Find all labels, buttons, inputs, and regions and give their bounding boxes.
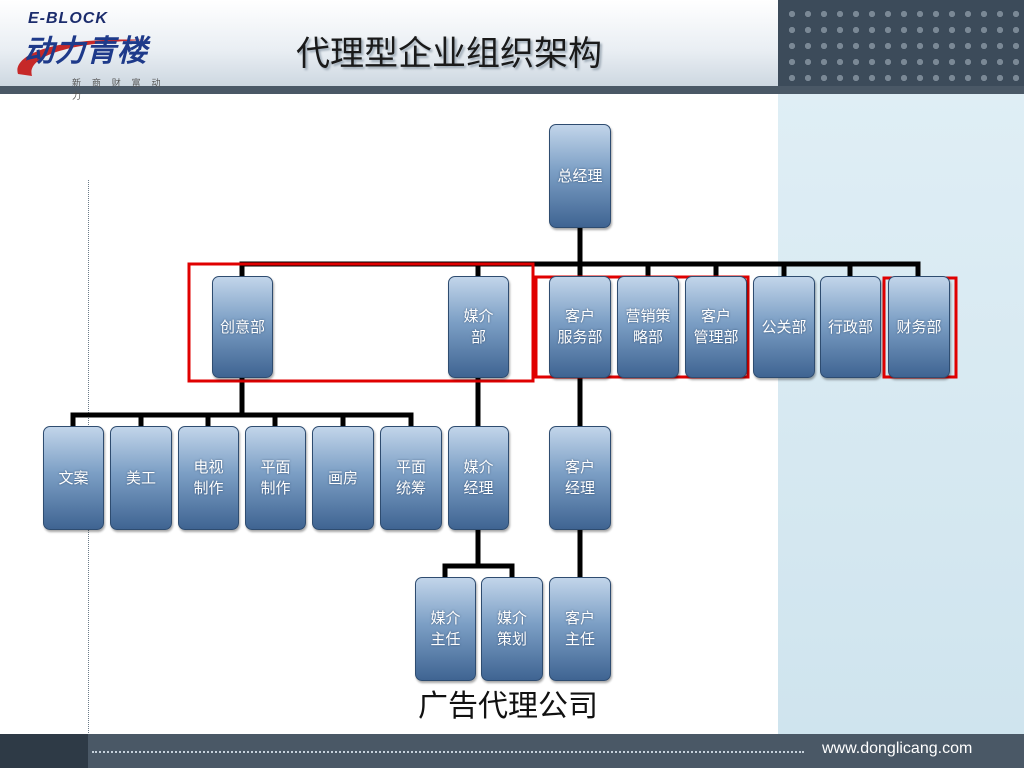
node-label: 平面 制作 — [260, 458, 291, 497]
node-label: 媒介 主任 — [430, 609, 461, 648]
node-media-supervisor: 媒介 主任 — [415, 577, 476, 681]
node-label: 文案 — [58, 468, 89, 487]
node-label: 媒介 策划 — [496, 609, 527, 648]
node-dept-media: 媒介 部 — [448, 276, 509, 378]
side-decor-panel — [778, 94, 1024, 734]
org-chart: 总经理 创意部 媒介 部 客户 服务部 营销策 略部 客户 管理部 公关部 行政… — [43, 124, 958, 724]
node-label: 客户 主任 — [564, 609, 595, 648]
node-print-production: 平面 制作 — [245, 426, 306, 530]
slide-title: 代理型企业组织架构 — [296, 34, 602, 74]
node-media-planning: 媒介 策划 — [481, 577, 543, 681]
node-dept-client-service: 客户 服务部 — [549, 276, 611, 378]
node-label: 客户 服务部 — [557, 307, 603, 346]
node-label: 创意部 — [219, 317, 265, 336]
node-client-manager: 客户 经理 — [549, 426, 611, 530]
highlight-box-creative-media — [187, 262, 535, 383]
footer-dotted-line — [92, 751, 804, 753]
node-label: 公关部 — [761, 317, 807, 336]
header-divider — [0, 86, 1024, 94]
node-label: 营销策 略部 — [625, 307, 671, 346]
node-print-coordination: 平面 统筹 — [380, 426, 442, 530]
node-label: 美工 — [125, 468, 156, 487]
node-label: 平面 统筹 — [395, 458, 426, 497]
node-studio: 画房 — [312, 426, 374, 530]
chart-caption: 广告代理公司 — [418, 689, 598, 724]
node-label: 总经理 — [557, 166, 603, 185]
footer-url[interactable]: www.donglicang.com — [822, 740, 973, 757]
node-dept-administration: 行政部 — [820, 276, 881, 378]
node-label: 客户 管理部 — [693, 307, 739, 346]
footer-left-block — [0, 734, 88, 768]
node-dept-marketing-strategy: 营销策 略部 — [617, 276, 679, 378]
logo-main-text: 动力青楼 — [24, 34, 148, 69]
node-client-supervisor: 客户 主任 — [549, 577, 611, 681]
logo-swoosh-icon — [17, 39, 150, 76]
node-label: 媒介 部 — [463, 307, 494, 346]
node-label: 电视 制作 — [193, 458, 224, 497]
node-art: 美工 — [110, 426, 172, 530]
logo-top-text: E-BLOCK — [28, 10, 108, 27]
node-media-manager: 媒介 经理 — [448, 426, 509, 530]
node-tv-production: 电视 制作 — [178, 426, 239, 530]
node-label: 财务部 — [896, 317, 942, 336]
logo: E-BLOCK 动力青楼 新 商 财 富 动 力 — [10, 8, 170, 102]
node-copywriting: 文案 — [43, 426, 104, 530]
node-dept-client-management: 客户 管理部 — [685, 276, 747, 378]
node-label: 媒介 经理 — [463, 458, 494, 497]
node-dept-creative: 创意部 — [212, 276, 273, 378]
node-general-manager: 总经理 — [549, 124, 611, 228]
node-label: 画房 — [327, 468, 358, 487]
node-dept-finance: 财务部 — [888, 276, 950, 378]
node-dept-pr: 公关部 — [753, 276, 815, 378]
org-chart-connectors — [70, 225, 958, 580]
header-decor-dots — [784, 6, 1020, 82]
logo-sub-text: 新 商 财 富 动 力 — [72, 79, 165, 102]
node-label: 行政部 — [827, 317, 873, 336]
node-label: 客户 经理 — [564, 458, 595, 497]
